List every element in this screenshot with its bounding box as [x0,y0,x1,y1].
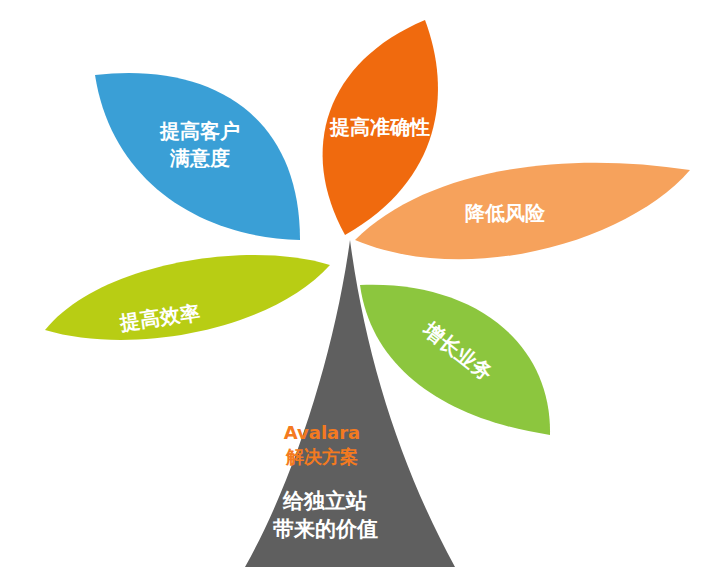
shape-fill [245,240,455,567]
shape-fill [355,163,690,260]
petal-label: 给独立站 带来的价值 [270,487,379,544]
stem-shape: Avalara 解决方案给独立站 带来的价值 [243,238,457,568]
petal-light-orange: 降低风险 [350,140,695,292]
petal-yellow-green: 提高效率 [40,245,335,352]
petal-label: 提高准确性 [320,114,440,141]
shape-outline [40,245,335,352]
petal-blue: 提高客户 满意度 [88,62,310,248]
petal-label: Avalara 解决方案 [268,421,376,470]
petal-label: 降低风险 [445,200,565,227]
shape-fill [95,73,300,240]
shape-fill [45,255,330,340]
petal-label: 提高客户 满意度 [156,118,244,172]
